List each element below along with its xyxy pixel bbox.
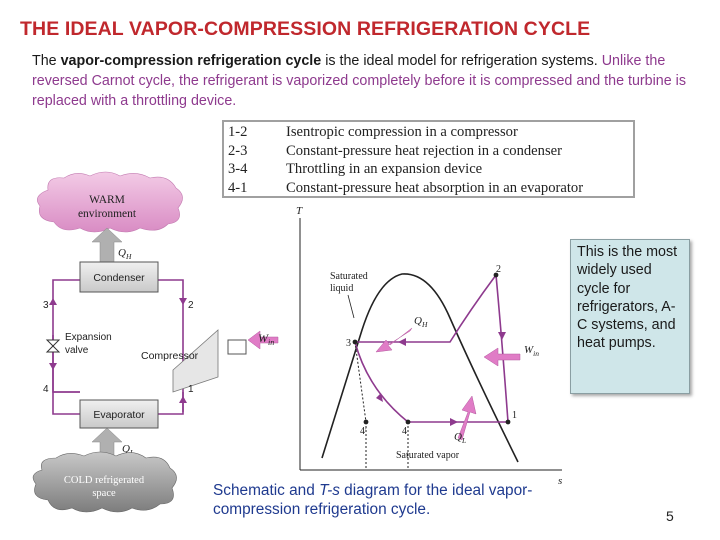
intro-bold-term: vapor-compression refrigeration cycle	[60, 53, 322, 69]
note-box: This is the most widely used cycle for r…	[570, 239, 690, 394]
saturation-dome	[321, 273, 519, 463]
state-point-3	[352, 339, 358, 345]
process-row: 2-3 Constant-pressure heat rejection in a…	[228, 142, 633, 161]
cycle-path	[354, 274, 509, 423]
ql-in-arrow-icon	[457, 395, 477, 441]
sat-liquid-leader	[347, 294, 355, 319]
cycle-arrow-icon	[398, 338, 406, 346]
condenser-box	[79, 261, 159, 293]
point-4-label: 4	[402, 426, 407, 437]
qh-out-arrow-icon	[375, 327, 413, 353]
evaporator-label: Evaporator	[93, 409, 145, 421]
t-axis-label: T	[296, 205, 303, 217]
process-row: 3-4 Throttling in an expansion device	[228, 160, 633, 179]
work-in-arrow-icon	[483, 347, 521, 367]
warm-label-line2: environment	[78, 208, 137, 220]
process-row: 4-1 Constant-pressure heat absorption in …	[228, 179, 633, 198]
process-description: Throttling in an expansion device	[286, 161, 483, 178]
point-4prime-label: 4′	[360, 426, 367, 437]
process-number: 3-4	[228, 161, 248, 178]
caption-text-1: Schematic and	[213, 482, 320, 499]
intro-paragraph: The vapor-compression refrigeration cycl…	[32, 51, 692, 111]
state-point-2	[493, 272, 499, 278]
sat-vapor-label: Saturated vapor	[396, 450, 460, 461]
state-1-label: 1	[188, 384, 194, 395]
evaporator-box	[79, 399, 159, 429]
point-2-label: 2	[496, 264, 501, 275]
flow-arrow-icon	[49, 298, 57, 305]
condenser-label: Condenser	[93, 272, 145, 284]
flow-arrow-icon	[179, 298, 187, 305]
cycle-arrow-icon	[376, 393, 383, 402]
refrigeration-schematic: WARM environment QH Condenser Expansion …	[32, 171, 279, 513]
process-table: 1-2 Isentropic compression in a compresso…	[222, 120, 635, 198]
state-4-label: 4	[43, 384, 49, 395]
point-1-label: 1	[512, 410, 517, 421]
point-3-label: 3	[346, 338, 351, 349]
compressor-shaft	[227, 339, 247, 355]
expansion-valve-icon	[45, 339, 61, 353]
compressor-label: Compressor	[141, 350, 199, 362]
cold-cloud-shape	[32, 451, 177, 513]
process-row: 1-2 Isentropic compression in a compresso…	[228, 123, 633, 142]
caption-text-2: diagram for the ideal vapor-compression …	[213, 482, 533, 518]
flow-arrow-icon	[179, 396, 187, 403]
flow-arrow-icon	[49, 363, 57, 370]
warm-label-line1: WARM	[89, 194, 125, 206]
state-point-4	[405, 419, 411, 425]
work-input-arrow-icon	[247, 330, 279, 350]
page-title: THE IDEAL VAPOR-COMPRESSION REFRIGERATIO…	[20, 18, 591, 40]
caption-italic: T-s	[319, 482, 340, 499]
qh-label: QH	[118, 247, 132, 261]
state-point-1	[505, 419, 511, 425]
isentropic-dashed-line	[354, 341, 367, 423]
state-point-4prime	[363, 419, 369, 425]
process-description: Isentropic compression in a compressor	[286, 124, 518, 140]
work-input-label: Win	[258, 331, 274, 347]
sat-liquid-label-line1: Saturated	[330, 271, 368, 282]
cycle-arrow-icon	[450, 418, 458, 426]
cycle-arrow-icon	[498, 332, 506, 340]
sat-liquid-label-line2: liquid	[330, 283, 353, 294]
s-axis-label: s	[558, 475, 562, 487]
process-description: Constant-pressure heat rejection in a co…	[286, 142, 562, 159]
cold-label-line1: COLD refrigerated	[64, 475, 145, 486]
ts-qh-label: QH	[414, 315, 428, 329]
intro-text-1: The	[32, 53, 61, 69]
qh-arrow-icon	[91, 227, 123, 263]
expansion-label-line1: Expansion	[65, 332, 112, 343]
ts-ql-label: QL	[454, 431, 466, 445]
expansion-label-line2: valve	[65, 345, 89, 356]
warm-cloud-shape	[37, 171, 183, 233]
process-description: Constant-pressure heat absorption in an …	[286, 179, 584, 196]
state-2-label: 2	[188, 300, 194, 311]
ts-win-label: Win	[524, 344, 539, 358]
process-number: 4-1	[228, 179, 248, 196]
compressor-shape	[172, 329, 219, 393]
cold-label-line2: space	[92, 488, 116, 499]
process-number: 1-2	[228, 124, 248, 140]
ts-diagram: T s Saturated liquid Saturated vapor QH …	[296, 205, 562, 487]
page-number: 5	[666, 508, 674, 524]
figure-caption: Schematic and T-s diagram for the ideal …	[213, 481, 553, 519]
intro-purple-text: Unlike the reversed Carnot cycle, the re…	[32, 53, 686, 109]
state-3-label: 3	[43, 300, 49, 311]
intro-text-2: is the ideal model for refrigeration sys…	[321, 53, 602, 69]
process-number: 2-3	[228, 142, 248, 159]
